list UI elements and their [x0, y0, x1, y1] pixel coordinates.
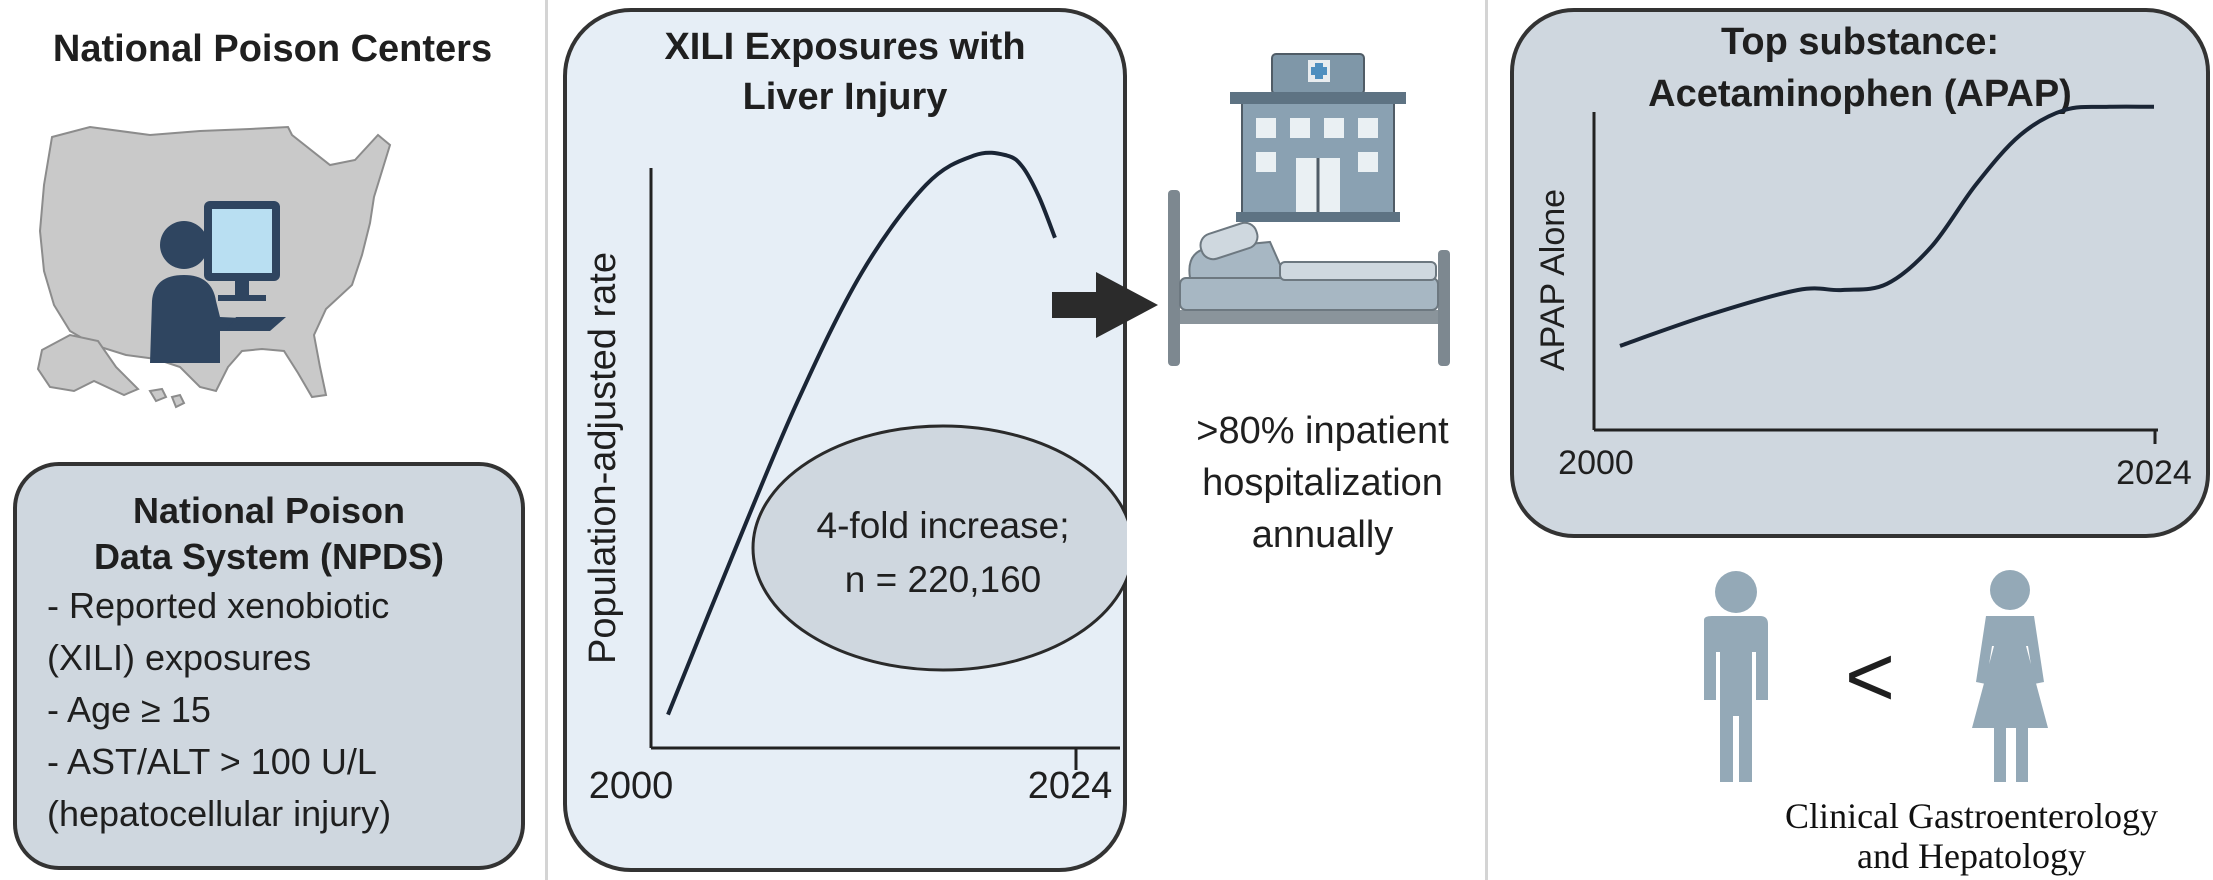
hospital-building-icon	[1230, 53, 1406, 222]
chart2-y-label: APAP Alone	[1534, 189, 1572, 371]
chart1-x-tick-end: 2024	[1028, 765, 1113, 807]
hosp-line1: >80% inpatient	[1196, 410, 1449, 452]
hospital-bed-icon	[1168, 190, 1450, 366]
npds-criterion: - AST/ALT > 100 U/L	[47, 741, 377, 782]
panel1-title: National Poison Centers	[52, 28, 493, 70]
npds-title: National Poison Data System (NPDS)	[47, 488, 491, 580]
divider-right	[1485, 0, 1488, 880]
apap-title-line2: Acetaminophen (APAP)	[1648, 73, 2072, 115]
divider-left	[545, 0, 548, 880]
xili-title-line2: Liver Injury	[742, 76, 948, 118]
female-icon	[1972, 570, 2048, 782]
npds-criterion: (XILI) exposures	[47, 637, 312, 678]
male-icon	[1704, 571, 1768, 782]
journal-line2: and Hepatology	[1857, 836, 2086, 876]
increase-text-line2: n = 220,160	[845, 559, 1042, 600]
alaska-shape	[36, 333, 140, 397]
hosp-line2: hospitalization	[1202, 462, 1443, 504]
chart2-series-line	[1619, 104, 2155, 348]
hosp-line3: annually	[1251, 514, 1394, 556]
chart1-series-line	[666, 150, 1057, 716]
hospital-graphic	[1052, 53, 1450, 366]
apap-title-line1: Top substance:	[1721, 21, 1999, 63]
xili-chart: Population-adjusted rate 2000 2024 4-fol…	[582, 150, 1127, 807]
chart2-x-tick-end: 2024	[2116, 454, 2192, 492]
npds-criterion: - Reported xenobiotic	[47, 585, 390, 626]
xili-title: XILI Exposures with Liver Injury	[563, 22, 1127, 122]
npds-criterion: - Age ≥ 15	[47, 689, 211, 730]
chart2-x-tick-start: 2000	[1558, 444, 1634, 482]
comparison-symbol: <	[1845, 629, 1895, 725]
increase-text-line1: 4-fold increase;	[817, 505, 1070, 546]
hospitalization-text: >80% inpatient hospitalization annually	[1150, 405, 1495, 561]
journal-line1: Clinical Gastroenterology	[1785, 796, 2158, 836]
journal-logo: Clinical Gastroenterology and Hepatology	[1730, 796, 2213, 876]
arrow-right-icon	[1052, 272, 1158, 338]
apap-chart: APAP Alone 2000 2024	[1534, 104, 2192, 492]
computer-user-icon	[150, 201, 286, 363]
npds-title-line2: Data System (NPDS)	[93, 536, 445, 577]
gender-comparison: <	[1704, 570, 2048, 782]
npds-criterion: (hepatocellular injury)	[47, 793, 392, 834]
hawaii-shape	[148, 387, 186, 409]
apap-panel	[1510, 8, 2210, 538]
xili-title-line1: XILI Exposures with	[664, 26, 1026, 68]
apap-title: Top substance: Acetaminophen (APAP)	[1510, 16, 2210, 120]
us-map-icon	[36, 125, 392, 409]
npds-box: National Poison Data System (NPDS) - Rep…	[13, 462, 525, 870]
chart1-y-label: Population-adjusted rate	[582, 252, 624, 664]
increase-ellipse	[751, 424, 1127, 672]
npds-title-line1: National Poison	[132, 490, 406, 531]
chart1-x-tick-start: 2000	[589, 765, 674, 807]
